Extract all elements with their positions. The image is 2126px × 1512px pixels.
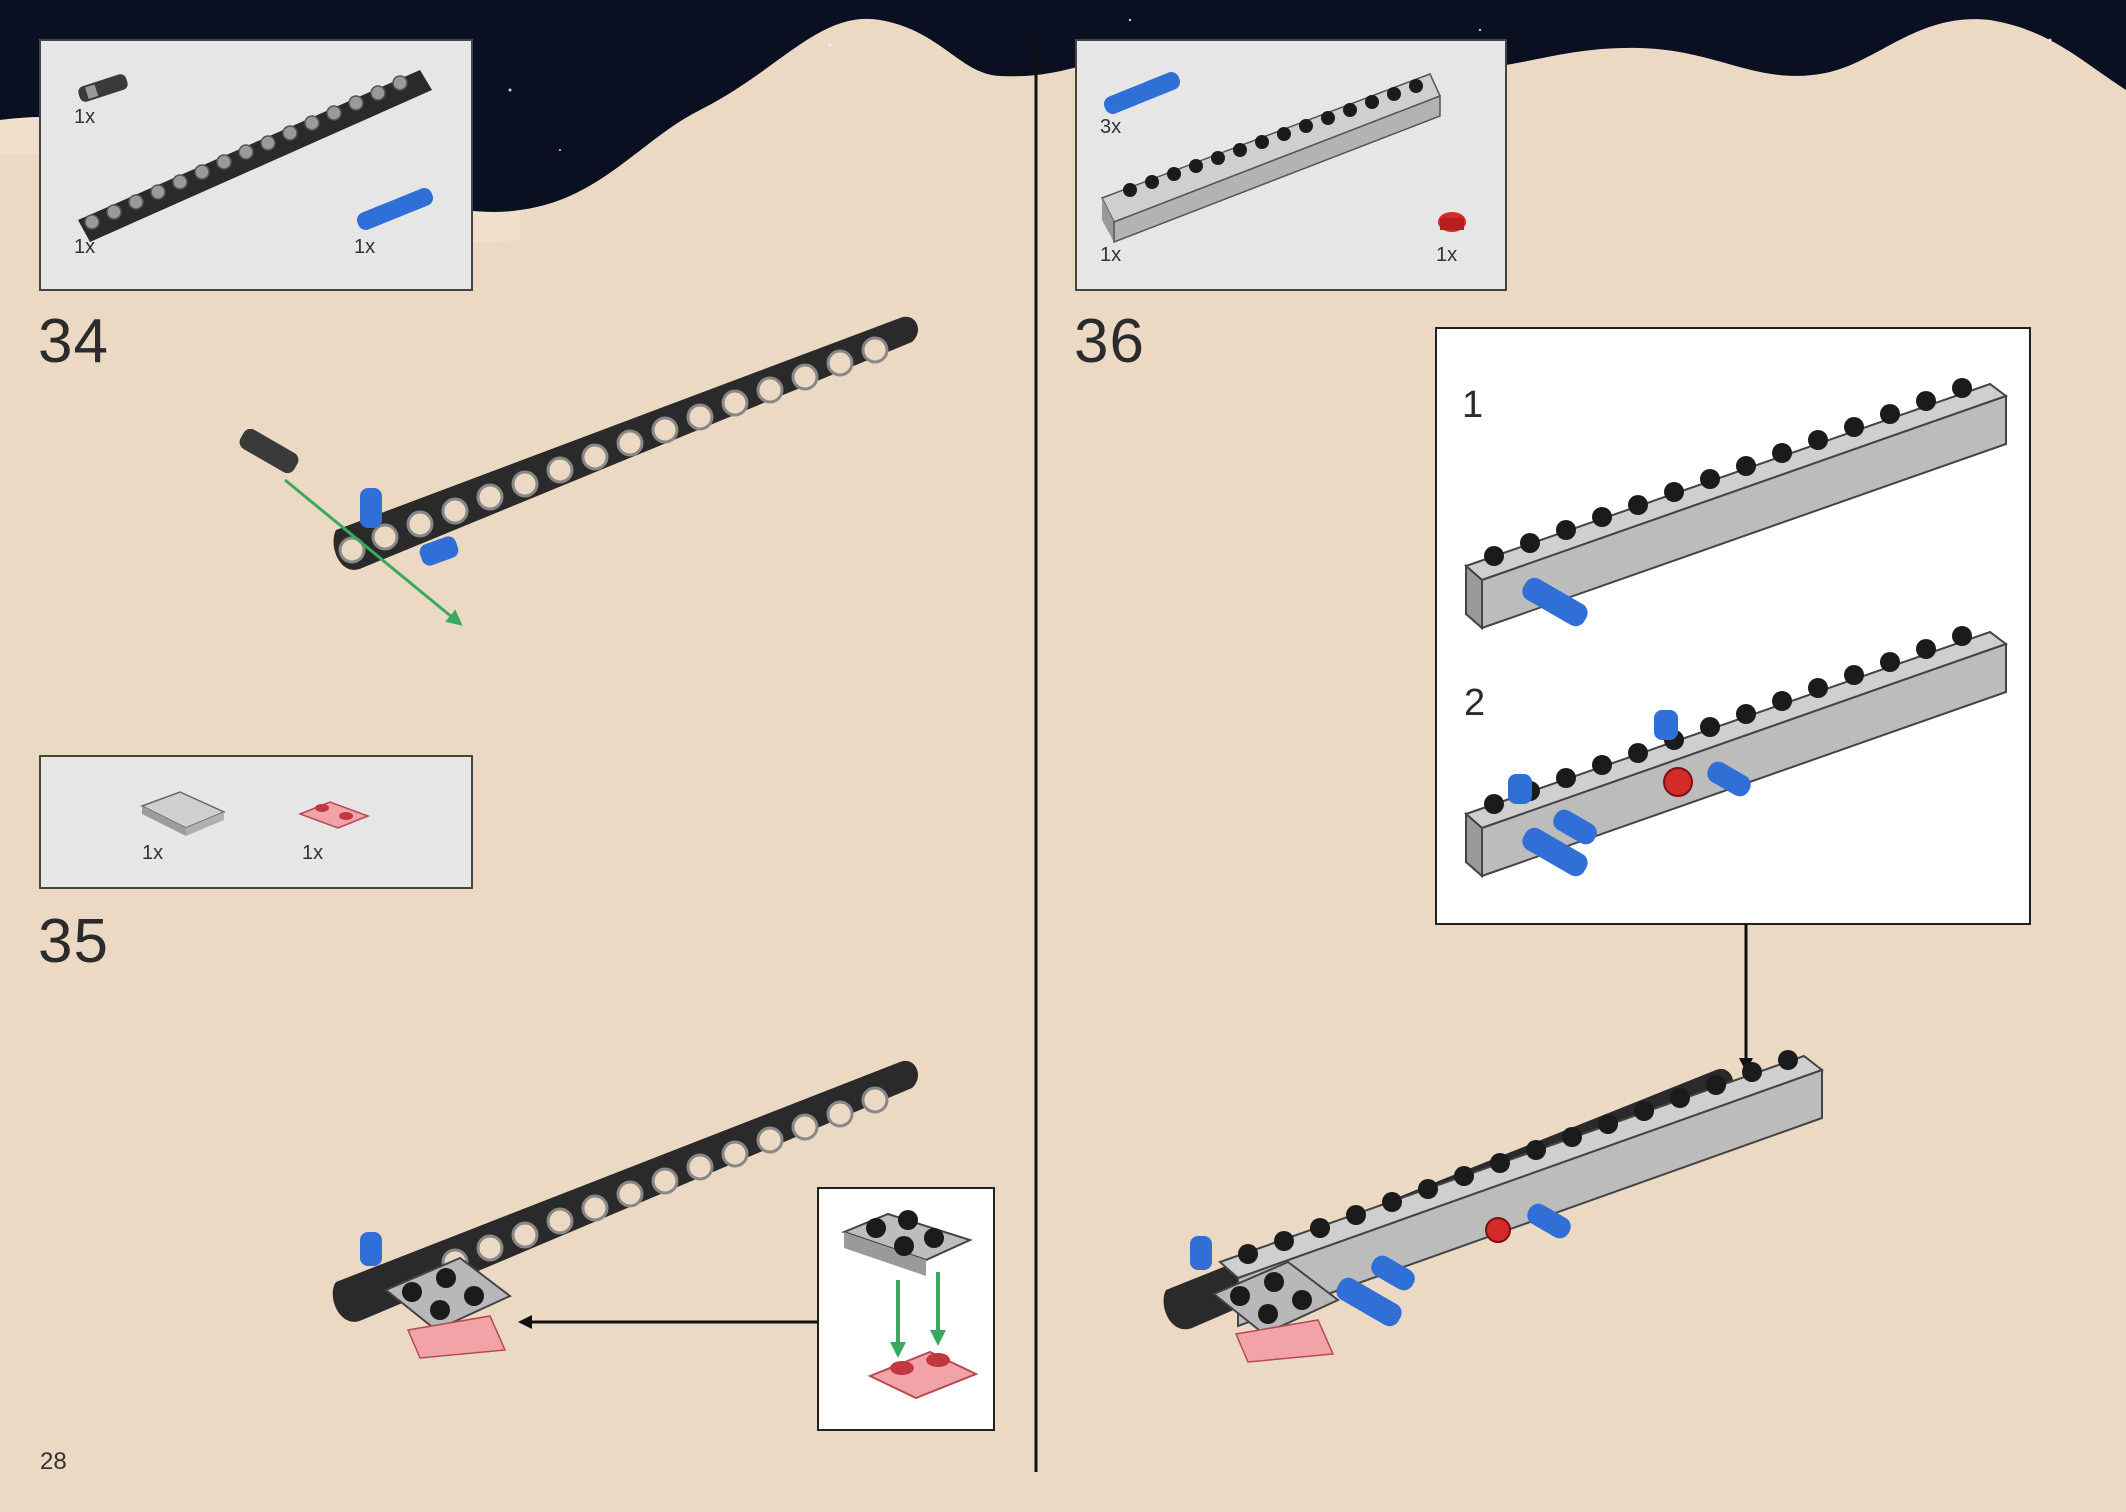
page-number: 28	[40, 1448, 67, 1475]
part-qty: 1x	[354, 236, 376, 258]
gray-technic-brick-icon	[1100, 73, 1442, 244]
step-36	[1075, 39, 2031, 1363]
step-number: 34	[38, 307, 109, 376]
step-36-model	[1163, 1050, 1825, 1363]
part-qty: 1x	[302, 842, 324, 864]
step-34-model	[239, 316, 919, 626]
part-qty: 3x	[1100, 116, 1122, 138]
step-35	[39, 755, 995, 1431]
blue-pin-icon	[356, 188, 434, 230]
sky-background	[0, 0, 2126, 213]
sub-steps-inset	[1435, 327, 2031, 925]
black-liftarm-15-icon	[78, 70, 432, 242]
axle-connector-icon	[78, 74, 128, 102]
part-qty: 1x	[74, 106, 96, 128]
gray-plate-2x2-icon	[140, 791, 226, 836]
substep-label: 1	[1462, 384, 1484, 426]
part-qty: 1x	[1436, 244, 1458, 266]
step-number: 36	[1074, 307, 1145, 376]
sub-assembly-inset	[817, 1187, 995, 1431]
part-qty: 1x	[1100, 244, 1122, 266]
step-34	[39, 39, 919, 626]
red-transparent-plate-icon	[297, 801, 371, 829]
red-round-brick-icon	[1438, 212, 1466, 232]
blue-pin-icon	[1103, 72, 1181, 114]
stars	[508, 18, 2052, 151]
step-number: 35	[38, 907, 109, 976]
substep-2-model	[1464, 626, 2009, 879]
part-qty: 1x	[142, 842, 164, 864]
step-35-model	[332, 1060, 919, 1359]
parts-callout	[39, 755, 473, 889]
substep-label: 2	[1464, 682, 1486, 724]
substep-1-model	[1464, 378, 2009, 631]
part-qty: 1x	[74, 236, 96, 258]
